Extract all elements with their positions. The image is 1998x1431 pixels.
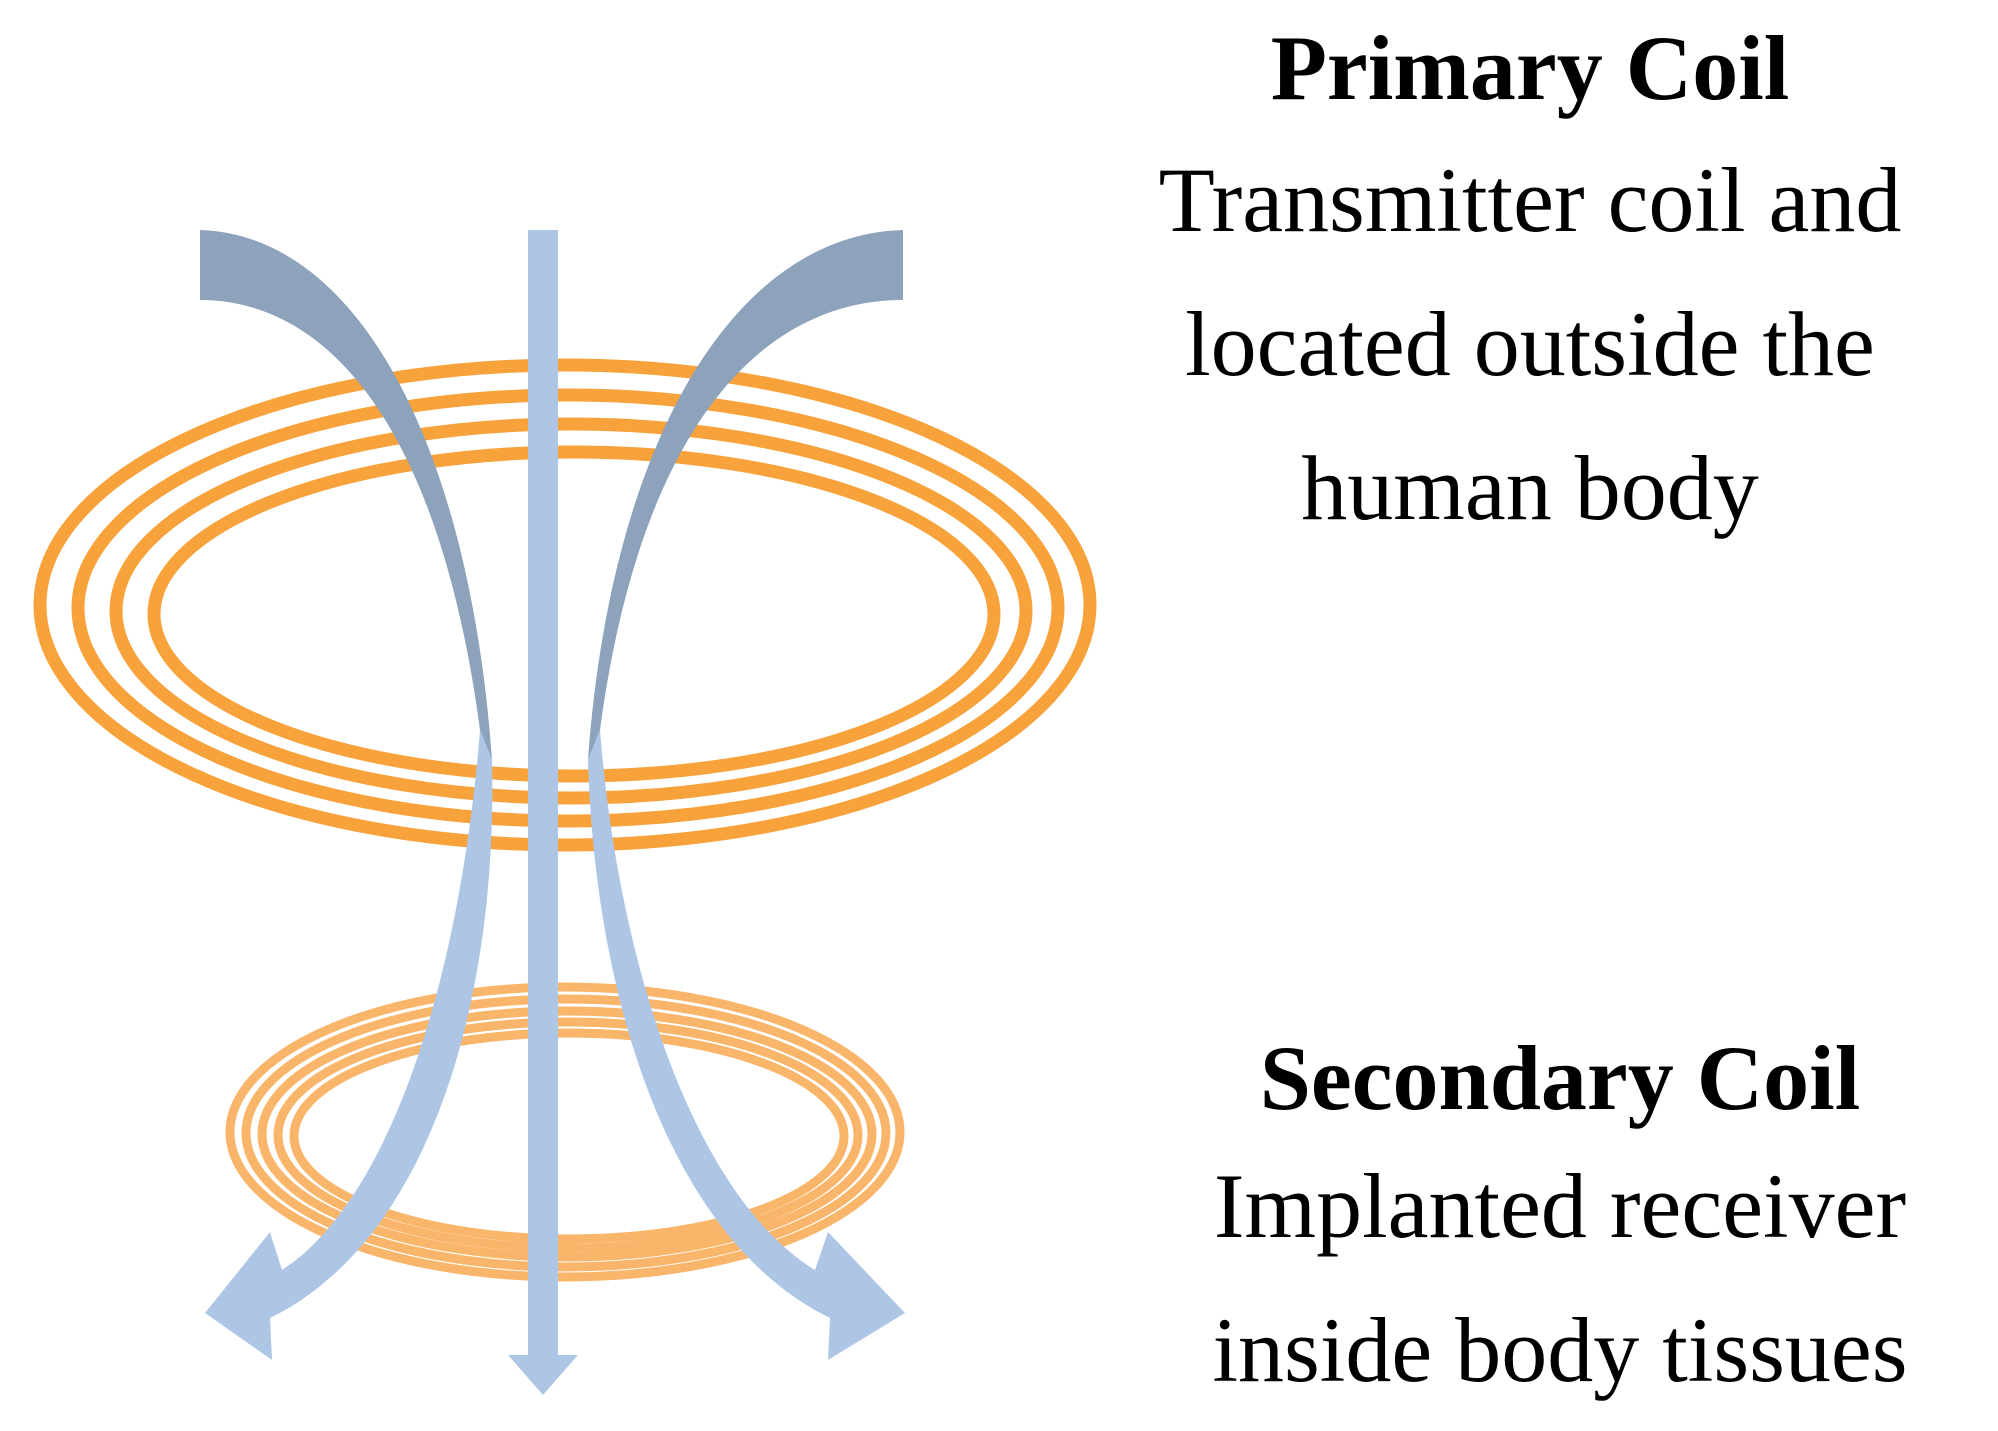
secondary-coil-turn (225, 982, 905, 1282)
secondary-coil-title: Secondary Coil (1259, 1027, 1861, 1129)
flux-arrow-left-upper (200, 230, 492, 760)
secondary-coil-desc-line: inside body tissues (1212, 1299, 1908, 1401)
primary-coil-desc-line: located outside the (1185, 293, 1875, 395)
flux-arrow-right-upper (588, 230, 903, 760)
secondary-coil (225, 982, 905, 1282)
secondary-coil-turn (273, 1017, 863, 1253)
secondary-coil-turn (257, 1006, 877, 1262)
secondary-coil-turn (289, 1028, 849, 1244)
primary-coil-desc-line: Transmitter coil and (1158, 149, 1902, 251)
flux-arrow-right-lower (588, 730, 905, 1360)
primary-coil-turn (71, 388, 1065, 828)
primary-coil-turn (109, 417, 1033, 805)
flux-arrow-left-lower (205, 730, 493, 1360)
primary-coil-desc-line: human body (1301, 437, 1759, 539)
secondary-coil-turn (241, 994, 891, 1272)
secondary-coil-desc-line: Implanted receiver (1213, 1155, 1907, 1257)
primary-coil-turn (147, 445, 1001, 783)
primary-coil-turn (33, 358, 1097, 852)
primary-coil (33, 358, 1097, 852)
primary-coil-title: Primary Coil (1270, 17, 1790, 119)
flux-arrow-center (508, 230, 578, 1395)
secondary-coil-label: Secondary Coil Implanted receiver inside… (1160, 1030, 1960, 1422)
primary-coil-label: Primary Coil Transmitter coil and locate… (1110, 20, 1950, 560)
